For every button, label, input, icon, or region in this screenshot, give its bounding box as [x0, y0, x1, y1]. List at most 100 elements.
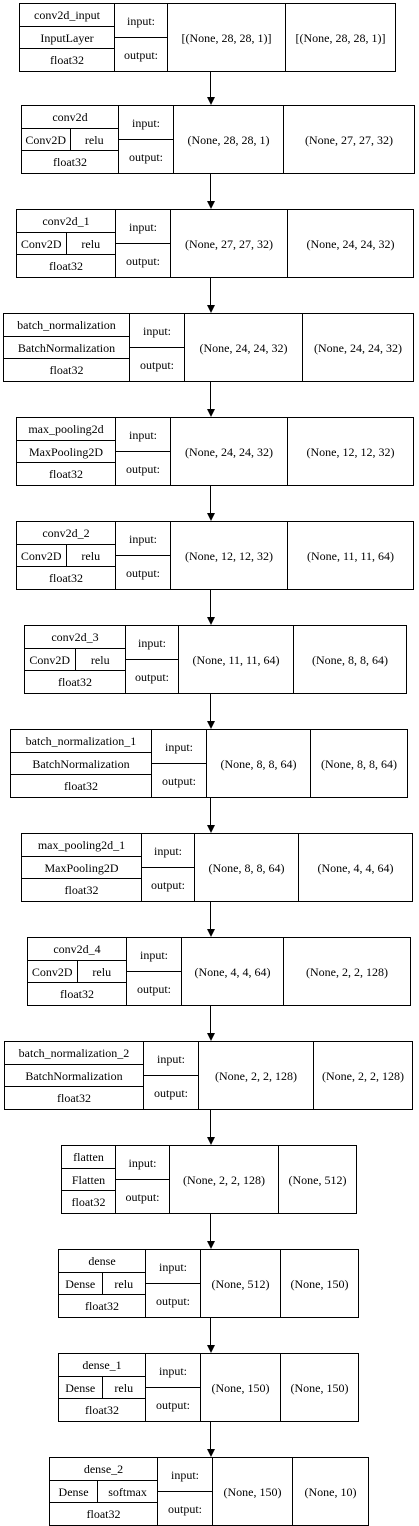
layer-activation: softmax	[97, 1480, 157, 1503]
layer-type: MaxPooling2D	[17, 439, 115, 463]
connector-arrow-line	[210, 1214, 211, 1241]
input-shape: (None, 150)	[201, 1354, 281, 1421]
output-shape: [(None, 28, 28, 1)]	[295, 30, 386, 45]
output-shape: (None, 512)	[288, 1172, 347, 1187]
output-shape: (None, 150)	[290, 1276, 349, 1291]
output-shape: (None, 8, 8, 64)	[312, 652, 388, 667]
layer-dtype: float32	[11, 774, 151, 797]
output-label: output:	[116, 555, 170, 589]
output-shape: (None, 24, 24, 32)	[306, 236, 395, 251]
layer-dtype: float32	[4, 358, 129, 381]
input-label: input:	[128, 219, 157, 234]
layer-type: Dense	[65, 1380, 96, 1395]
arrow-head-icon	[206, 1137, 215, 1145]
arrow-head-icon	[206, 825, 215, 833]
output-label: output:	[130, 347, 184, 381]
layer-dtype: float32	[62, 1190, 115, 1213]
layer-dtype: float32	[22, 150, 118, 173]
layer-name: conv2d	[52, 109, 88, 124]
output-label: output:	[146, 1283, 200, 1317]
layer-type: BatchNormalization	[4, 335, 129, 359]
input-label: input:	[128, 427, 157, 442]
layer-type: BatchNormalization	[11, 751, 151, 775]
input-shape: (None, 11, 11, 64)	[179, 626, 294, 693]
layer-activation: relu	[69, 128, 119, 151]
arrow-head-icon	[206, 97, 215, 105]
layer-type: Flatten	[62, 1167, 115, 1191]
input-label: input:	[139, 947, 168, 962]
layer-dtype: float32	[59, 1398, 145, 1421]
io-label-column: input:output:	[130, 314, 185, 381]
input-shape: (None, 150)	[213, 1458, 293, 1525]
arrow-head-icon	[206, 721, 215, 729]
layer-type: Conv2D	[31, 964, 73, 979]
layer-dtype: float32	[50, 1502, 157, 1525]
output-shape: (None, 12, 12, 32)	[306, 444, 395, 459]
connector-arrow-line	[210, 1422, 211, 1449]
output-shape: (None, 27, 27, 32)	[305, 132, 393, 147]
input-label: input:	[128, 1155, 157, 1170]
layer-name: conv2d_4	[53, 941, 101, 956]
output-label: output:	[126, 659, 178, 693]
layer-name: dense_2	[83, 1461, 124, 1476]
arrow-head-icon	[206, 1241, 215, 1249]
layer-name: max_pooling2d_1	[37, 837, 126, 852]
output-label: output:	[115, 37, 167, 71]
layer-dtype: float32	[17, 566, 115, 589]
output-shape: (None, 4, 4, 64)	[317, 860, 394, 875]
connector-arrow-line	[210, 278, 211, 305]
layer-dtype: float32	[5, 1086, 143, 1109]
input-shape: (None, 8, 8, 64)	[195, 834, 299, 901]
connector-arrow-line	[210, 486, 211, 513]
output-shape: (None, 2, 2, 128)	[322, 1068, 404, 1083]
io-label-column: input:output:	[116, 522, 171, 589]
connector-arrow-line	[210, 72, 211, 97]
layer-type: Dense	[58, 1484, 89, 1499]
input-shape: (None, 27, 27, 32)	[171, 210, 288, 277]
layer-activation: relu	[65, 544, 116, 567]
arrow-head-icon	[206, 201, 215, 209]
io-label-column: input:output:	[115, 4, 168, 71]
connector-arrow-line	[210, 1006, 211, 1033]
arrow-head-icon	[206, 617, 215, 625]
input-label: input:	[137, 635, 166, 650]
input-shape: (None, 2, 2, 128)	[199, 1042, 314, 1109]
layer-type: BatchNormalization	[5, 1063, 143, 1087]
output-label: output:	[142, 867, 194, 901]
connector-arrow-line	[210, 590, 211, 617]
input-label: input:	[170, 1467, 199, 1482]
output-shape: (None, 24, 24, 32)	[314, 340, 402, 355]
connector-arrow-line	[210, 382, 211, 409]
output-label: output:	[116, 243, 170, 277]
layer-activation: relu	[76, 960, 127, 983]
input-label: input:	[131, 115, 160, 130]
layer-name: max_pooling2d	[28, 421, 104, 436]
output-label: output:	[158, 1491, 212, 1525]
input-shape: (None, 8, 8, 64)	[207, 730, 311, 797]
layer-name: batch_normalization	[17, 317, 116, 332]
io-label-column: input:output:	[116, 1146, 170, 1213]
layer-name: batch_normalization_1	[25, 733, 137, 748]
